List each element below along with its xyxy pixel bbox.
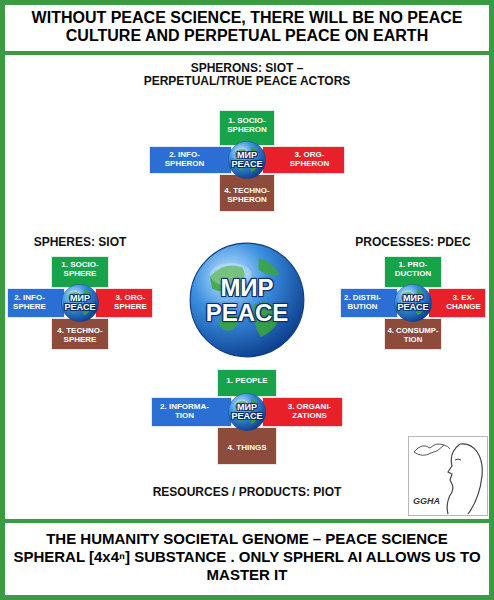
category-box: 3. EX- CHANGE: [428, 288, 486, 318]
box-text: 3. ORG- SPHERE: [112, 294, 149, 312]
box-text: 1. PEOPLE: [220, 377, 274, 386]
box-text: 2. INFO- SPHERE: [11, 294, 48, 312]
category-box: 2. INFO- SPHERON: [149, 146, 232, 174]
category-box: 2. DISTRI- BUTION: [340, 288, 398, 318]
box-text: 4. CONSUMP- TION: [387, 327, 439, 344]
category-box: 4. THINGS: [217, 427, 277, 465]
diagram-caption: THE HUMANITY SOCIETAL GENOME – PEACE SCI…: [11, 530, 483, 584]
globe-text: МИР PEACE: [64, 294, 96, 313]
box-text: 2. DISTRI- BUTION: [344, 294, 381, 311]
box-text: 1. SOCIO- SPHERE: [54, 261, 106, 279]
category-box: 1. SOCIO- SPHERON: [219, 110, 275, 146]
section-label: RESOURCES / PRODUCTS: PIOT: [107, 486, 387, 499]
globe-text: МИР PEACE: [231, 151, 263, 170]
section-label: PROCESSES: PDEC: [343, 236, 483, 249]
category-box: 3. ORG- SPHERON: [262, 146, 345, 174]
box-text: 4. TECHNO- SPHERON: [222, 187, 272, 205]
category-box: 1. PRO- DUCTION: [384, 256, 442, 288]
box-text: 4. THINGS: [220, 444, 274, 453]
peace-globe: МИР PEACE: [189, 242, 305, 358]
peace-globe: МИР PEACE: [228, 141, 266, 179]
box-text: 1. SOCIO- SPHERON: [222, 117, 272, 135]
peace-globe: МИР PEACE: [61, 284, 99, 322]
category-box: 4. TECHNO- SPHERON: [219, 174, 275, 212]
peace-globe: МИР PEACE: [228, 393, 266, 431]
box-text: 2. INFO- SPHERON: [153, 151, 216, 169]
category-box: 4. TECHNO- SPHERE: [51, 318, 109, 350]
box-text: 1. PRO- DUCTION: [387, 261, 439, 279]
category-box: 3. ORG- SPHERE: [95, 288, 153, 318]
category-box: 2. INFORMA- TION: [151, 397, 232, 427]
globe-text: МИР PEACE: [199, 275, 295, 325]
category-box: 2. INFO- SPHERE: [7, 288, 65, 318]
diagram-title: WITHOUT PEACE SCIENCE, THERE WILL BE NO …: [9, 9, 485, 46]
category-box: 1. SOCIO- SPHERE: [51, 256, 109, 288]
section-label: SPHERONS: SIOT – PERPETUAL/TRUE PEACE AC…: [139, 62, 355, 88]
box-text: 3. ORG- SPHERON: [278, 151, 341, 169]
category-box: 4. CONSUMP- TION: [384, 318, 442, 350]
category-box: 1. PEOPLE: [217, 369, 277, 397]
globe-text: МИР PEACE: [397, 294, 429, 313]
box-text: 3. EX- CHANGE: [445, 294, 482, 312]
box-text: 4. TECHNO- SPHERE: [54, 327, 106, 345]
box-text: 2. INFORMA- TION: [155, 403, 214, 421]
category-box: 3. ORGANI- ZATIONS: [262, 397, 343, 427]
logo-text: GGHA: [413, 497, 447, 507]
peace-globe: МИР PEACE: [394, 284, 432, 322]
section-label: SPHERES: SIOT: [10, 236, 150, 249]
box-text: 3. ORGANI- ZATIONS: [280, 403, 339, 421]
globe-text: МИР PEACE: [231, 403, 263, 422]
